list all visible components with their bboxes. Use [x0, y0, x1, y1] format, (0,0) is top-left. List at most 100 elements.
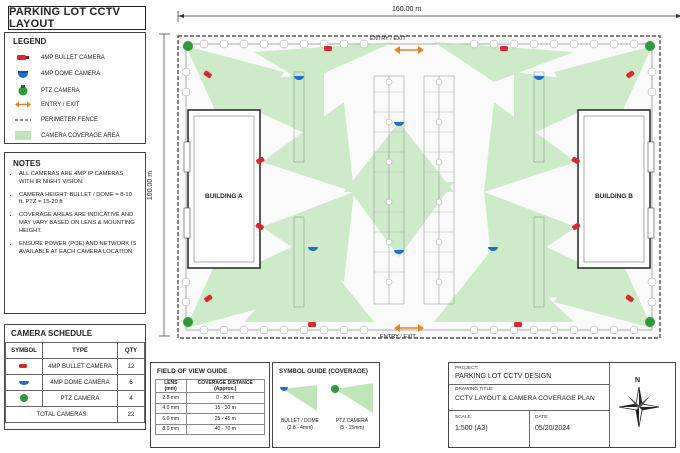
schedule-header: CAMERA SCHEDULE	[11, 329, 93, 338]
parking-stalls	[293, 71, 545, 308]
bullet-camera-icon	[500, 46, 508, 51]
ptz-camera-icon	[13, 85, 33, 96]
ptz-camera-icon	[645, 41, 655, 51]
dome-camera-icon	[394, 250, 404, 254]
dome-camera-icon	[294, 76, 304, 80]
note-item: ALL CAMERAS ARE 4MP IP CAMERAS WITH IR N…	[19, 171, 137, 187]
legend-header: LEGEND	[13, 37, 47, 46]
fov-header: FIELD OF VIEW GUIDE	[157, 368, 228, 375]
entry-exit-arrows	[394, 46, 424, 332]
height-dimension-label: 100.00 m	[147, 168, 155, 203]
building-b	[577, 109, 655, 269]
entry-exit-bottom-label: ENTRY / EXIT	[380, 334, 416, 340]
schedule-type: 4MP BULLET CAMERA	[42, 358, 118, 375]
height-dimension-line	[159, 33, 170, 337]
legend-label: 4MP DOME CAMERA	[41, 71, 101, 77]
building-b-label: BUILDING B	[595, 193, 633, 200]
bullet-camera-icon	[5, 358, 43, 375]
north-label: N	[635, 377, 641, 384]
fov-table: LENS (mm)COVERAGE DISTANCE (Approx.) 2.8…	[155, 379, 265, 435]
column-header: COVERAGE DISTANCE (Approx.)	[185, 379, 265, 393]
bullet-camera-icon	[204, 294, 213, 303]
schedule-table: SYMBOL TYPE QTY 4MP BULLET CAMERA 12 4MP…	[5, 342, 145, 423]
symbol-guide-sub: (2.8 - 4mm)	[287, 425, 313, 431]
fov-guide-panel: FIELD OF VIEW GUIDE LENS (mm)COVERAGE DI…	[150, 362, 270, 448]
legend-label: CAMERA COVERAGE AREA	[41, 132, 120, 139]
perimeter-trees	[181, 39, 657, 335]
project-name: PARKING LOT CCTV DESIGN	[455, 373, 552, 380]
note-item: COVERAGE AREAS ARE INDICATIVE AND MAY VA…	[19, 212, 137, 235]
ptz-camera-icon	[5, 390, 43, 407]
table-row: 4MP BULLET CAMERA 12	[5, 358, 145, 375]
total-qty: 22	[117, 406, 145, 423]
ptz-camera-icon	[183, 317, 193, 327]
symbol-guide-label: PTZ CAMERA	[335, 418, 369, 424]
note-item: ENSURE POWER (POE) AND NETWORK IS AVAILA…	[19, 241, 137, 257]
coverage-cone-bullet-icon	[280, 385, 317, 411]
bullet-camera-icon	[572, 222, 581, 231]
symbol-guide-label: BULLET / DOME	[281, 418, 319, 424]
column-header: SYMBOL	[5, 342, 43, 359]
legend-label: 4MP BULLET CAMERA	[41, 54, 105, 61]
bullet-camera-icon	[308, 322, 316, 327]
camera-schedule-panel: CAMERA SCHEDULE SYMBOL TYPE QTY 4MP BULL…	[4, 324, 146, 430]
symbol-guide-sub: (5 - 15mm)	[339, 425, 365, 431]
site-plan	[177, 35, 661, 339]
notes-header: NOTES	[13, 159, 41, 168]
north-arrow-icon	[619, 387, 659, 427]
stall-lines	[374, 91, 454, 273]
legend-label: ENTRY / EXIT	[41, 101, 80, 108]
ptz-cameras	[183, 41, 655, 327]
column-header: TYPE	[42, 342, 118, 359]
dome-camera-icon	[394, 122, 404, 126]
entry-exit-top-label: ENTRY / EXIT	[370, 36, 406, 42]
scale-label: SCALE:	[455, 415, 473, 420]
schedule-type: 4MP DOME CAMERA	[42, 374, 118, 391]
coverage-areas	[186, 42, 652, 328]
notes-panel: NOTES ALL CAMERAS ARE 4MP IP CAMERAS WIT…	[4, 152, 146, 314]
column-header: LENS (mm)	[155, 379, 187, 393]
project-label: PROJECT:	[455, 366, 479, 371]
symbol-guide-header: SYMBOL GUIDE (COVERAGE)	[279, 368, 368, 375]
legend-item-ptz: PTZ CAMERA	[13, 85, 80, 96]
notes-list: ALL CAMERAS ARE 4MP IP CAMERAS WITH IR N…	[9, 171, 137, 261]
legend-item-fence: PERIMETER FENCE	[13, 117, 98, 123]
bullet-camera-icon	[571, 156, 580, 165]
drawing-title-value: CCTV LAYOUT & CAMERA COVERAGE PLAN	[455, 395, 595, 402]
drawing-title: PARKING LOT CCTV LAYOUT	[8, 6, 146, 30]
schedule-qty: 4	[117, 390, 145, 407]
legend-label: PTZ CAMERA	[41, 87, 80, 94]
symbol-guide-panel: SYMBOL GUIDE (COVERAGE) BULLET / DOME (2…	[272, 362, 380, 448]
width-dimension-line	[177, 11, 680, 22]
scale-value: 1:500 (A3)	[455, 425, 488, 432]
width-dimension-label: 160.00 m	[390, 6, 424, 13]
schedule-qty: 6	[117, 374, 145, 391]
drawing-title-label: DRAWING TITLE:	[455, 387, 494, 392]
building-a-label: BUILDING A	[205, 193, 243, 200]
ptz-camera-icon	[183, 41, 193, 51]
bullet-camera-icon	[514, 322, 522, 327]
coverage-cone-ptz-icon	[331, 383, 373, 413]
total-row: TOTAL CAMERAS 22	[5, 406, 145, 423]
note-item: CAMERA HEIGHT: BULLET / DOME = 8-10 ft. …	[19, 192, 137, 208]
bullet-camera-icon	[625, 294, 634, 303]
column-header: QTY	[117, 342, 145, 359]
bullet-camera-icon	[626, 70, 635, 79]
schedule-type: PTZ CAMERA	[42, 390, 118, 407]
table-row: PTZ CAMERA 4	[5, 390, 145, 407]
dome-camera-icon	[534, 76, 544, 80]
entry-exit-arrow-icon	[13, 101, 33, 108]
dome-camera-icon	[488, 247, 498, 251]
building-a	[183, 109, 261, 269]
dome-cameras	[294, 76, 544, 254]
bullet-camera-icon	[13, 53, 33, 62]
legend-item-dome: 4MP DOME CAMERA	[13, 69, 100, 79]
total-label: TOTAL CAMERAS	[5, 406, 118, 423]
legend-panel: LEGEND 4MP BULLET CAMERA 4MP DOME CAMERA…	[4, 32, 146, 144]
dome-camera-icon	[5, 374, 43, 391]
schedule-qty: 12	[117, 358, 145, 375]
date-label: DATE:	[535, 415, 549, 420]
